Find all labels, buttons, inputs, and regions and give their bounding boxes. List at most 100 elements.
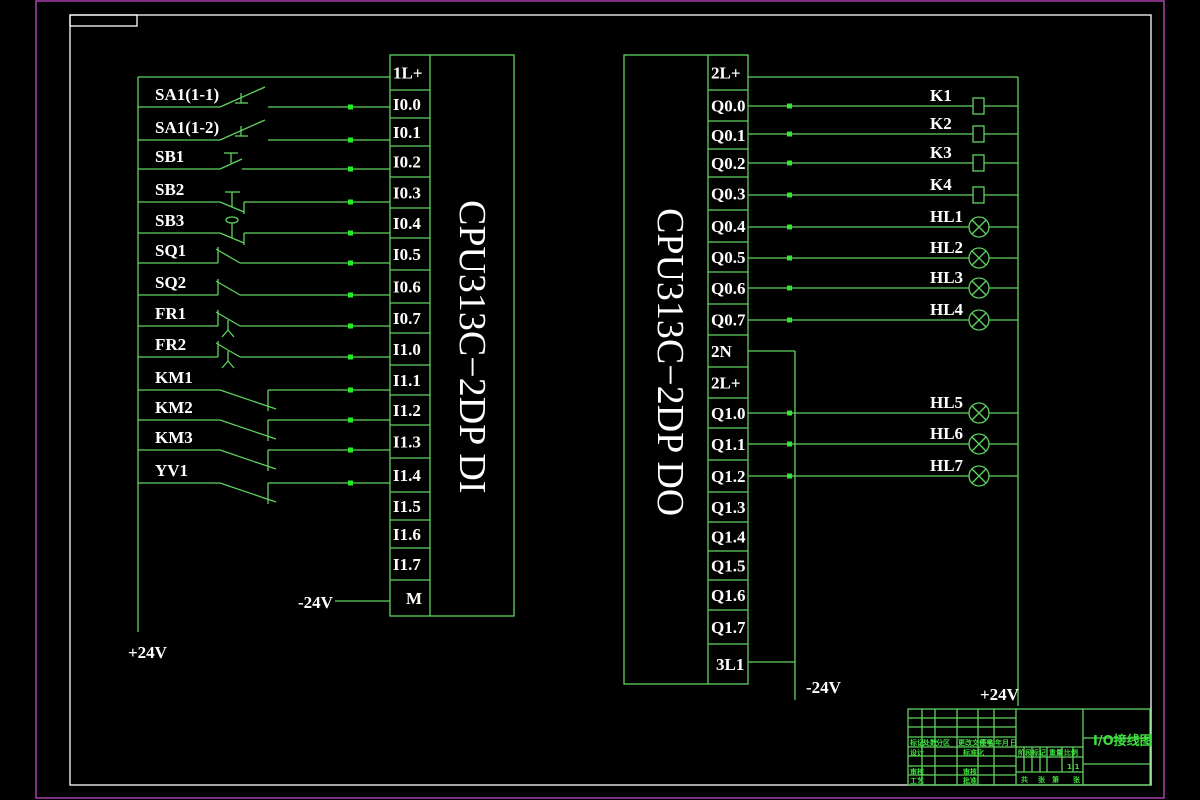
minus-24v-label: -24V xyxy=(806,678,842,697)
input-circuit: SQ2 xyxy=(138,273,390,298)
switch-blade xyxy=(215,311,241,327)
junction-dot xyxy=(348,199,353,205)
junction-dot xyxy=(348,292,353,298)
wire xyxy=(227,329,235,338)
title-block-label: 年 xyxy=(995,738,1002,747)
wire xyxy=(227,360,235,369)
di-pin-label: I0.3 xyxy=(393,184,421,203)
input-label: FR1 xyxy=(155,304,186,323)
input-circuit: YV1 xyxy=(138,461,390,504)
drawing-frame xyxy=(69,14,1152,786)
input-label: YV1 xyxy=(155,461,188,480)
output-label: K3 xyxy=(930,143,952,162)
di-pin-label: I1.5 xyxy=(393,497,421,516)
switch-blade xyxy=(215,342,241,358)
title-block-label: 更改文件号 xyxy=(958,738,993,747)
switch-blade xyxy=(215,280,241,296)
title-block-label: 设计 xyxy=(910,748,924,757)
output-circuit: K3 xyxy=(748,143,1018,172)
wire xyxy=(971,468,987,484)
title-block-label: 审核 xyxy=(963,767,977,776)
mushroom-head xyxy=(225,216,239,224)
di-pin-label: I0.0 xyxy=(393,95,421,114)
input-circuit: FR1 xyxy=(138,304,390,338)
do-pin-label: Q0.7 xyxy=(711,311,746,330)
wire xyxy=(221,360,229,369)
switch-blade xyxy=(215,248,241,264)
do-pin-label: 3L1 xyxy=(716,655,744,674)
output-label: HL3 xyxy=(930,268,963,287)
junction-dot xyxy=(348,166,353,172)
output-label: HL1 xyxy=(930,207,963,226)
input-label: SA1(1-1) xyxy=(155,85,219,104)
junction-dot xyxy=(348,480,353,486)
input-circuit: SB2 xyxy=(138,180,390,214)
title-block-label: 工艺 xyxy=(910,776,924,785)
input-circuit: KM3 xyxy=(138,428,390,471)
di-pin-label: I0.1 xyxy=(393,123,421,142)
do-pin-label: Q1.4 xyxy=(711,528,746,547)
relay-coil-symbol xyxy=(972,125,985,143)
input-circuit: SA1(1-2) xyxy=(138,118,390,143)
output-circuit: HL1 xyxy=(748,207,1018,238)
junction-dot xyxy=(348,104,353,110)
do-pin-label: 2N xyxy=(711,342,733,361)
do-pin-label: 2L+ xyxy=(711,64,741,83)
wire xyxy=(971,436,987,452)
do-module: 2L+Q0.0Q0.1Q0.2Q0.3Q0.4Q0.5Q0.6Q0.72N2L+… xyxy=(623,54,749,685)
output-circuit: K1 xyxy=(748,86,1018,115)
output-circuit: K4 xyxy=(748,175,1018,204)
do-pin-label: Q0.4 xyxy=(711,217,746,236)
wire xyxy=(971,280,987,296)
di-pin-label: I1.7 xyxy=(393,555,421,574)
input-label: KM2 xyxy=(155,398,193,417)
input-label: SB3 xyxy=(155,211,184,230)
output-circuit: HL7 xyxy=(748,456,1018,487)
output-circuit: HL4 xyxy=(748,300,1018,331)
do-pin-label: Q1.3 xyxy=(711,498,745,517)
di-pin-label: I1.3 xyxy=(393,433,421,452)
input-label: SA1(1-2) xyxy=(155,118,219,137)
di-pin-label: I0.5 xyxy=(393,245,421,264)
do-pin-label: Q1.5 xyxy=(711,557,745,576)
di-module-title: CPU313C−2DP DI xyxy=(451,200,493,493)
do-pin-label: Q0.1 xyxy=(711,126,745,145)
junction-dot xyxy=(348,447,353,453)
wire xyxy=(971,219,987,235)
title-block-label: 张 xyxy=(1073,775,1081,784)
output-circuit: HL6 xyxy=(748,424,1018,455)
title-block-label: 日 xyxy=(1010,739,1017,747)
di-module-body xyxy=(389,54,515,617)
output-label: HL5 xyxy=(930,393,963,412)
do-pin-label: Q0.5 xyxy=(711,248,745,267)
output-circuit: HL5 xyxy=(748,393,1018,424)
title-block-label: 比例 xyxy=(1064,748,1078,757)
switch-blade xyxy=(219,482,277,503)
junction-dot xyxy=(348,230,353,236)
wire xyxy=(971,312,987,328)
input-label: SB2 xyxy=(155,180,184,199)
switch-blade xyxy=(219,86,266,108)
output-label: K1 xyxy=(930,86,952,105)
output-label: K2 xyxy=(930,114,952,133)
relay-coil-symbol xyxy=(972,186,985,204)
do-pin-label: Q1.0 xyxy=(711,404,745,423)
di-pin-label: I0.2 xyxy=(393,153,421,172)
input-label: SB1 xyxy=(155,147,184,166)
wire xyxy=(971,405,987,421)
switch-blade xyxy=(219,389,277,410)
di-module: 1L+I0.0I0.1I0.2I0.3I0.4I0.5I0.6I0.7I1.0I… xyxy=(389,54,515,617)
output-label: HL7 xyxy=(930,456,964,475)
di-pin-label: I1.4 xyxy=(393,466,421,485)
title-block: 标记处数分区更改文件号签名年月日设计审核工艺标准化审核批准阶段标记重量比例1:1… xyxy=(907,708,1153,786)
title-block-label: 标记 xyxy=(909,738,924,747)
di-pin-label: I0.7 xyxy=(393,309,421,328)
input-circuit: SA1(1-1) xyxy=(138,85,390,110)
title-block-label: 第 xyxy=(1052,775,1059,784)
do-pin-label: Q1.1 xyxy=(711,435,745,454)
do-module-title: CPU313C−2DP DO xyxy=(649,208,691,516)
do-pin-label: 2L+ xyxy=(711,374,741,393)
switch-blade xyxy=(219,119,266,141)
